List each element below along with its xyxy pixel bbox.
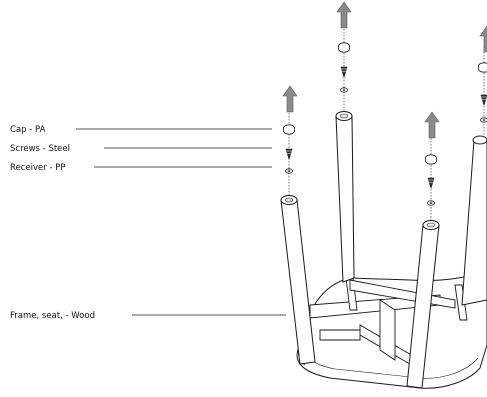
legs xyxy=(280,111,487,389)
cap-icon xyxy=(283,124,295,135)
receiver-icon xyxy=(285,168,293,174)
leg-front-right xyxy=(406,220,440,389)
frame xyxy=(309,269,468,371)
receiver-icon xyxy=(340,87,348,93)
cap-icon xyxy=(338,42,350,53)
cap-icon xyxy=(425,154,437,165)
leg-back-left xyxy=(335,111,355,283)
up-arrow-icon xyxy=(336,1,352,29)
cap-icon xyxy=(478,62,487,73)
callouts: Cap - PA Screws - Steel Receiver - PP Fr… xyxy=(10,125,286,321)
up-arrow-icon xyxy=(282,85,298,113)
leg-back-right xyxy=(461,135,487,306)
up-arrow-icon xyxy=(479,25,487,53)
receiver-icon xyxy=(480,117,487,123)
screw-icon xyxy=(285,148,293,160)
label-receiver: Receiver - PP xyxy=(10,163,66,173)
leg-front-left xyxy=(280,195,316,365)
hardware-stack-front-left xyxy=(282,85,298,196)
screw-icon xyxy=(480,94,487,106)
receiver-icon xyxy=(427,200,435,206)
label-screws: Screws - Steel xyxy=(10,144,70,154)
label-cap: Cap - PA xyxy=(10,125,46,135)
up-arrow-icon xyxy=(424,111,440,139)
label-frame: Frame, seat, - Wood xyxy=(10,311,95,321)
screw-icon xyxy=(427,177,435,189)
hardware-stack-front-right xyxy=(424,111,440,221)
hardware-stack-back-left xyxy=(336,1,352,112)
hardware-stack-back-right xyxy=(478,25,487,136)
screw-icon xyxy=(340,66,348,78)
